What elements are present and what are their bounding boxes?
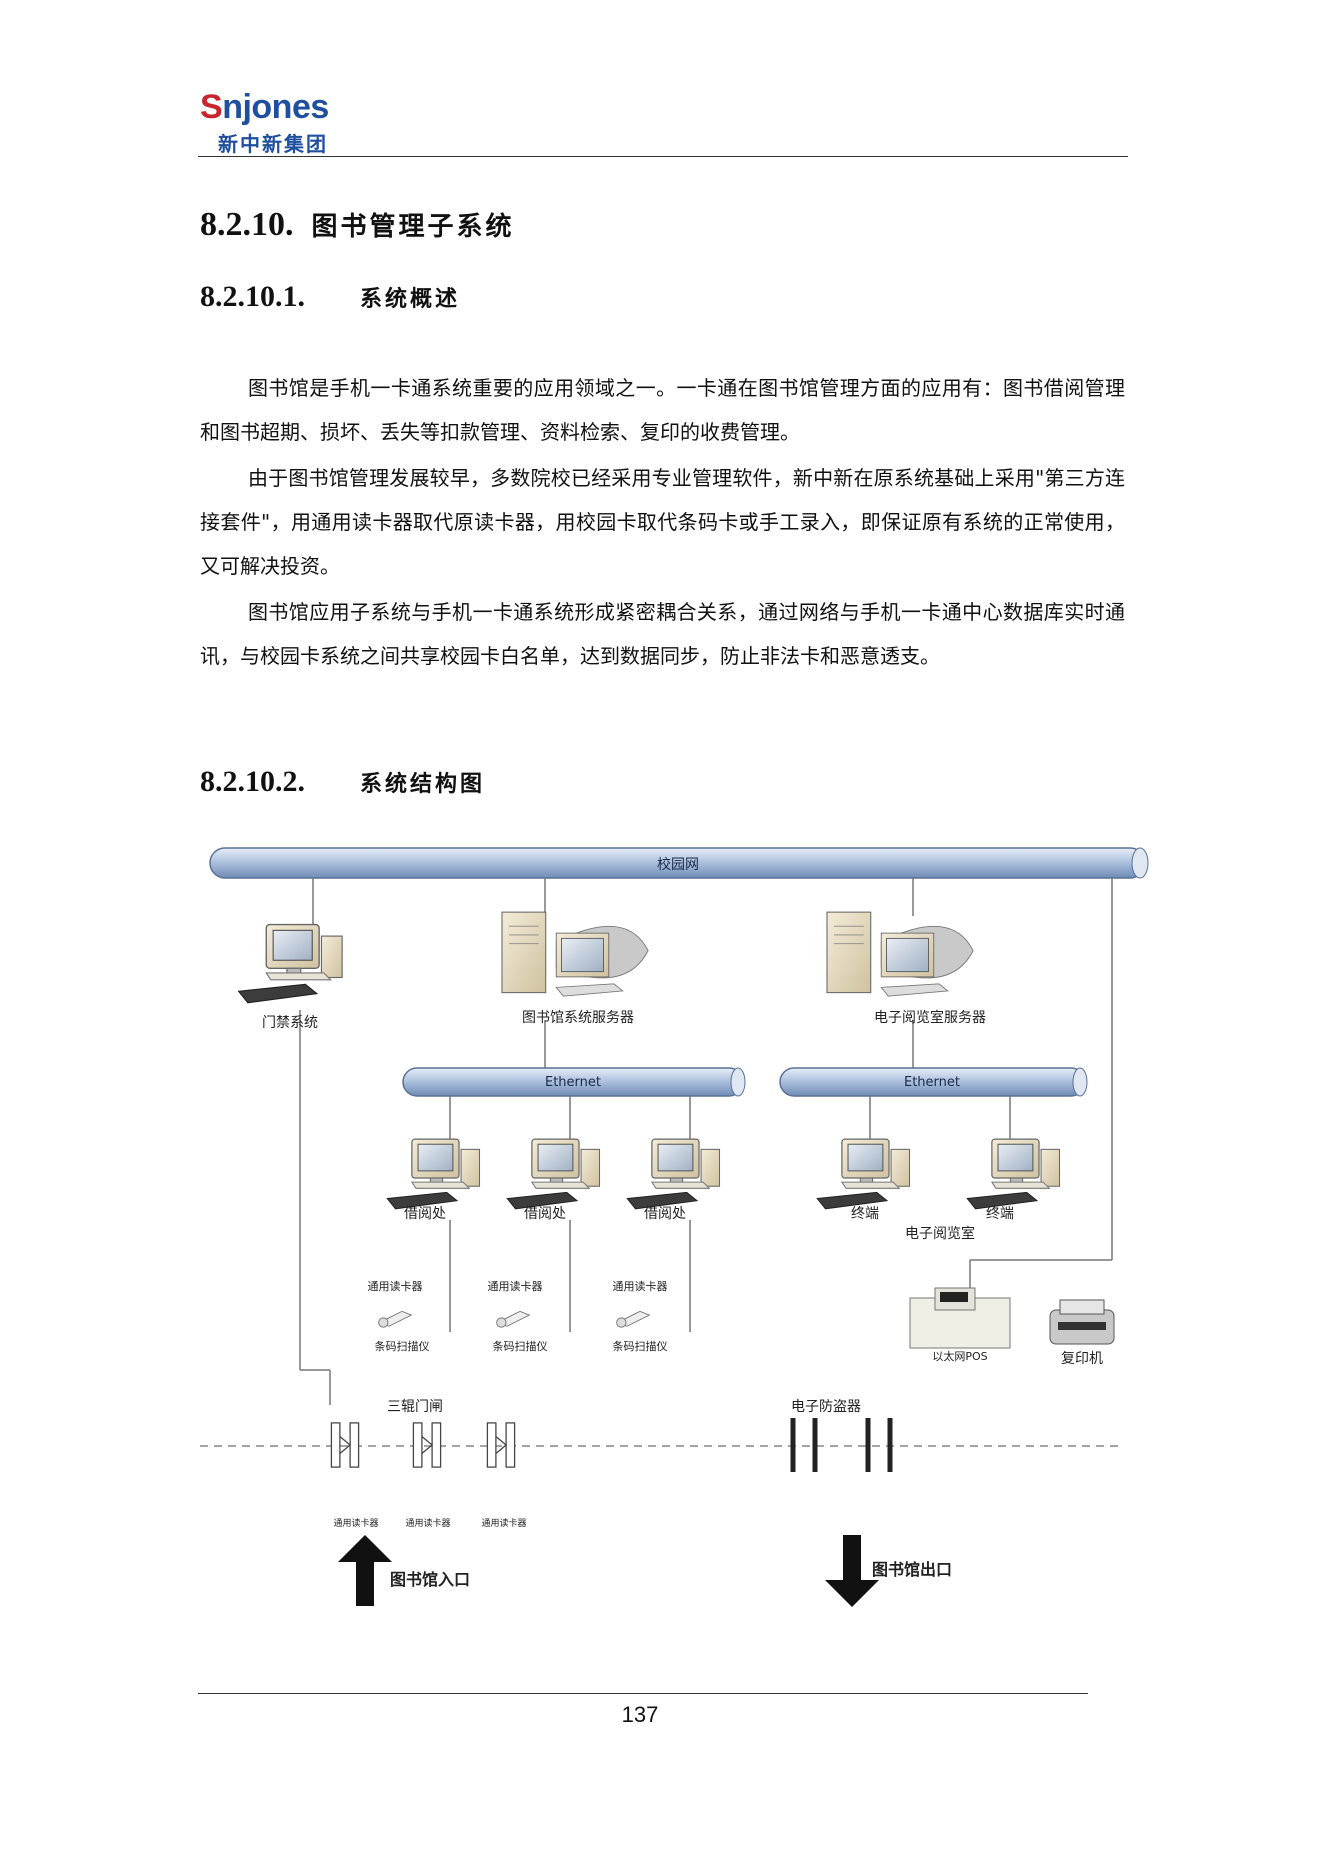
access-control-label: 门禁系统	[262, 1015, 318, 1031]
scanner-label: 条码扫描仪	[493, 1339, 548, 1353]
ethernet-pipe-right: Ethernet	[779, 1067, 1088, 1097]
system-structure-diagram: 校园网 门禁系统 图书馆系统服务器 电子阅览室服务器 Ethernet Ethe…	[200, 847, 1149, 1607]
lending-desk-label: 借阅处	[404, 1206, 446, 1222]
campus-network-pipe: 校园网	[209, 847, 1149, 879]
footer-rule	[198, 1693, 1088, 1694]
pos-label: 以太网POS	[932, 1350, 987, 1363]
page-number: 137	[621, 1702, 659, 1727]
paragraph: 图书馆应用子系统与手机一卡通系统形成紧密耦合关系，通过网络与手机一卡通中心数据库…	[200, 600, 1125, 668]
subsection-heading-overview: 8.2.10.1. 系统概述	[200, 280, 460, 314]
paragraph: 由于图书馆管理发展较早，多数院校已经采用专业管理软件，新中新在原系统基础上采用"…	[200, 466, 1125, 578]
lending-desk-label: 借阅处	[524, 1206, 566, 1222]
terminal-label: 终端	[851, 1206, 879, 1222]
section-number: 8.2.10.	[200, 206, 294, 243]
ereading-room-label: 电子阅览室	[905, 1225, 975, 1242]
subsection-heading-diagram: 8.2.10.2. 系统结构图	[200, 765, 485, 799]
antitheft-label: 电子防盗器	[791, 1399, 861, 1415]
subsection-number: 8.2.10.2.	[200, 765, 305, 798]
subsection-title: 系统概述	[360, 287, 461, 312]
subsection-number: 8.2.10.1.	[200, 280, 305, 313]
scanner-label: 条码扫描仪	[375, 1339, 430, 1353]
terminal-label: 终端	[986, 1206, 1014, 1222]
section-heading: 8.2.10. 图书管理子系统	[200, 206, 515, 244]
copier-label: 复印机	[1061, 1350, 1103, 1367]
library-server-label: 图书馆系统服务器	[522, 1010, 634, 1026]
entrance-label: 图书馆入口	[390, 1570, 470, 1589]
scanner-label: 条码扫描仪	[613, 1339, 668, 1353]
gate-reader-label: 通用读卡器	[481, 1517, 526, 1529]
ereading-server-label: 电子阅览室服务器	[874, 1009, 986, 1026]
campus-network-label: 校园网	[657, 856, 699, 873]
lending-desk-label: 借阅处	[644, 1206, 686, 1222]
subsection-title: 系统结构图	[360, 772, 486, 797]
copier	[1049, 1299, 1115, 1345]
header-rule	[198, 156, 1128, 157]
ethernet-right-label: Ethernet	[904, 1075, 960, 1090]
reader-label: 通用读卡器	[368, 1279, 423, 1293]
entrance-arrow	[338, 1535, 392, 1606]
antitheft-gate	[790, 1418, 893, 1472]
company-logo-cn: 新中新集团	[218, 132, 328, 156]
paragraph: 图书馆是手机一卡通系统重要的应用领域之一。一卡通在图书馆管理方面的应用有：图书借…	[200, 376, 1125, 444]
ethernet-pipe-left: Ethernet	[402, 1067, 746, 1097]
gate-reader-label: 通用读卡器	[405, 1517, 450, 1529]
reader-label: 通用读卡器	[613, 1279, 668, 1293]
company-logo-en: Snjones	[200, 88, 329, 126]
ethernet-pos	[909, 1287, 1011, 1349]
reader-label: 通用读卡器	[488, 1279, 543, 1293]
section-title: 图书管理子系统	[311, 212, 515, 242]
exit-arrow	[825, 1535, 879, 1607]
ethernet-links	[449, 1096, 1011, 1332]
gate-label: 三辊门闸	[387, 1399, 443, 1415]
gate-reader-label: 通用读卡器	[333, 1517, 378, 1529]
exit-label: 图书馆出口	[872, 1560, 952, 1579]
ethernet-left-label: Ethernet	[545, 1075, 601, 1090]
network-links	[299, 878, 1113, 1405]
